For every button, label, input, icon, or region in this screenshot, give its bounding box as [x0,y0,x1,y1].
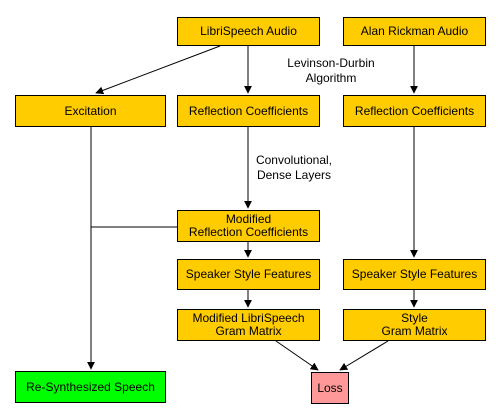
alan-rickman-audio-node: Alan Rickman Audio [343,17,486,46]
reflection-coefficients-right-node: Reflection Coefficients [343,95,486,127]
convolutional-dense-label: Convolutional, Dense Layers [244,153,344,183]
librispeech-audio-label: LibriSpeech Audio [200,24,297,38]
modified-librispeech-gram-matrix-line-2: Gram Matrix [215,324,282,338]
alan-rickman-audio-label: Alan Rickman Audio [360,24,469,38]
reflection-coefficients-left-node: Reflection Coefficients [177,95,320,127]
loss-label: Loss [317,380,343,395]
speaker-style-features-left-label: Speaker Style Features [185,267,312,281]
style-gram-matrix-node: Style Gram Matrix [343,309,486,341]
modified-librispeech-gram-matrix-node: Modified LibriSpeech Gram Matrix [177,309,320,341]
excitation-node: Excitation [15,95,166,127]
edge-gram-left-to-loss [275,340,319,371]
re-synthesized-speech-node: Re-Synthesized Speech [15,371,166,403]
levinson-durbin-line-2: Algorithm [305,71,357,85]
speaker-style-features-left-node: Speaker Style Features [177,259,320,290]
reflection-coefficients-left-label: Reflection Coefficients [188,103,309,118]
levinson-durbin-label: Levinson-Durbin Algorithm [265,56,397,86]
speaker-style-features-right-label: Speaker Style Features [351,267,478,281]
re-synthesized-speech-label: Re-Synthesized Speech [26,379,155,394]
librispeech-audio-node: LibriSpeech Audio [177,17,320,46]
loss-node: Loss [311,372,349,404]
style-gram-matrix-line-1: Style [401,311,428,325]
convolutional-dense-line-1: Convolutional, [255,153,333,167]
convolutional-dense-line-2: Dense Layers [256,168,332,182]
modified-reflection-coefficients-line-1: Modified [225,212,272,226]
edge-gram-right-to-loss [339,340,389,371]
modified-reflection-coefficients-line-2: Reflection Coefficients [188,225,309,239]
modified-reflection-coefficients-node: Modified Reflection Coefficients [177,210,320,242]
levinson-durbin-line-1: Levinson-Durbin [287,56,375,70]
excitation-label: Excitation [64,103,117,118]
edge-librispeech-to-excitation [95,45,221,95]
reflection-coefficients-right-label: Reflection Coefficients [354,103,475,118]
modified-librispeech-gram-matrix-line-1: Modified LibriSpeech [192,311,305,325]
speaker-style-features-right-node: Speaker Style Features [343,259,486,290]
style-gram-matrix-line-2: Gram Matrix [381,324,448,338]
